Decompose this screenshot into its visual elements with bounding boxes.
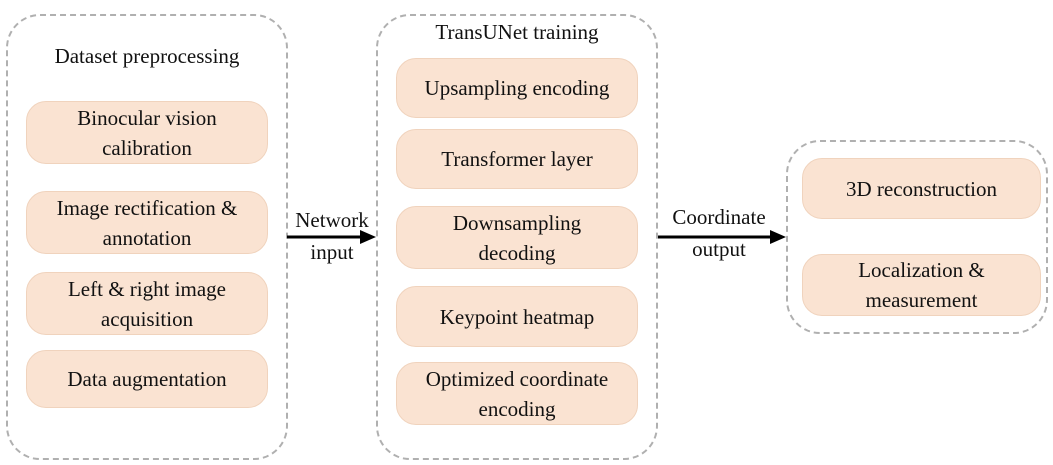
step-line: Transformer layer bbox=[441, 147, 593, 171]
step-transformer-layer: Transformer layer bbox=[396, 129, 638, 189]
step-downsampling-decoding: Downsampling decoding bbox=[396, 206, 638, 269]
training-title: TransUNet training bbox=[435, 20, 599, 44]
step-line: encoding bbox=[478, 396, 556, 421]
label-line: output bbox=[692, 237, 746, 261]
step-keypoint-heatmap: Keypoint heatmap bbox=[396, 286, 638, 347]
output-stage bbox=[786, 140, 1048, 334]
step-line: Left & right image bbox=[67, 276, 227, 301]
step-line: Localization & bbox=[858, 258, 985, 282]
step-line: calibration bbox=[102, 135, 192, 160]
step-3d-reconstruction: 3D reconstruction bbox=[802, 158, 1041, 219]
step-line: decoding bbox=[478, 240, 556, 265]
step-image-acquisition: Left & right image acquisition bbox=[26, 272, 268, 335]
label-line: input bbox=[310, 240, 354, 264]
preprocessing-title: Dataset preprocessing bbox=[54, 44, 240, 68]
step-data-augmentation: Data augmentation bbox=[26, 350, 268, 408]
step-line: measurement bbox=[865, 288, 978, 312]
step-line: Downsampling bbox=[452, 210, 582, 235]
step-line: Optimized coordinate bbox=[425, 366, 609, 391]
coordinate-output-label: Coordinate output bbox=[657, 201, 781, 265]
step-localization-measurement: Localization & measurement bbox=[802, 254, 1041, 316]
step-line: Upsampling encoding bbox=[424, 76, 610, 100]
step-line: Keypoint heatmap bbox=[439, 304, 595, 329]
training-stage bbox=[376, 14, 658, 460]
network-input-label: Network input bbox=[285, 204, 379, 268]
step-upsampling-encoding: Upsampling encoding bbox=[396, 58, 638, 118]
coordinate-output-arrowhead bbox=[770, 230, 786, 244]
step-line: Image rectification & bbox=[56, 195, 238, 220]
step-line: annotation bbox=[102, 225, 192, 250]
label-line: Coordinate bbox=[672, 205, 766, 229]
step-line: Binocular vision bbox=[77, 105, 217, 130]
network-input-arrowhead bbox=[360, 230, 376, 244]
step-line: 3D reconstruction bbox=[845, 176, 998, 201]
label-line: Network bbox=[295, 208, 369, 232]
step-coordinate-encoding: Optimized coordinate encoding bbox=[396, 362, 638, 425]
step-line: Data augmentation bbox=[67, 367, 227, 391]
step-binocular-calibration: Binocular vision calibration bbox=[26, 101, 268, 164]
step-image-rectification: Image rectification & annotation bbox=[26, 191, 268, 254]
step-line: acquisition bbox=[100, 306, 194, 331]
